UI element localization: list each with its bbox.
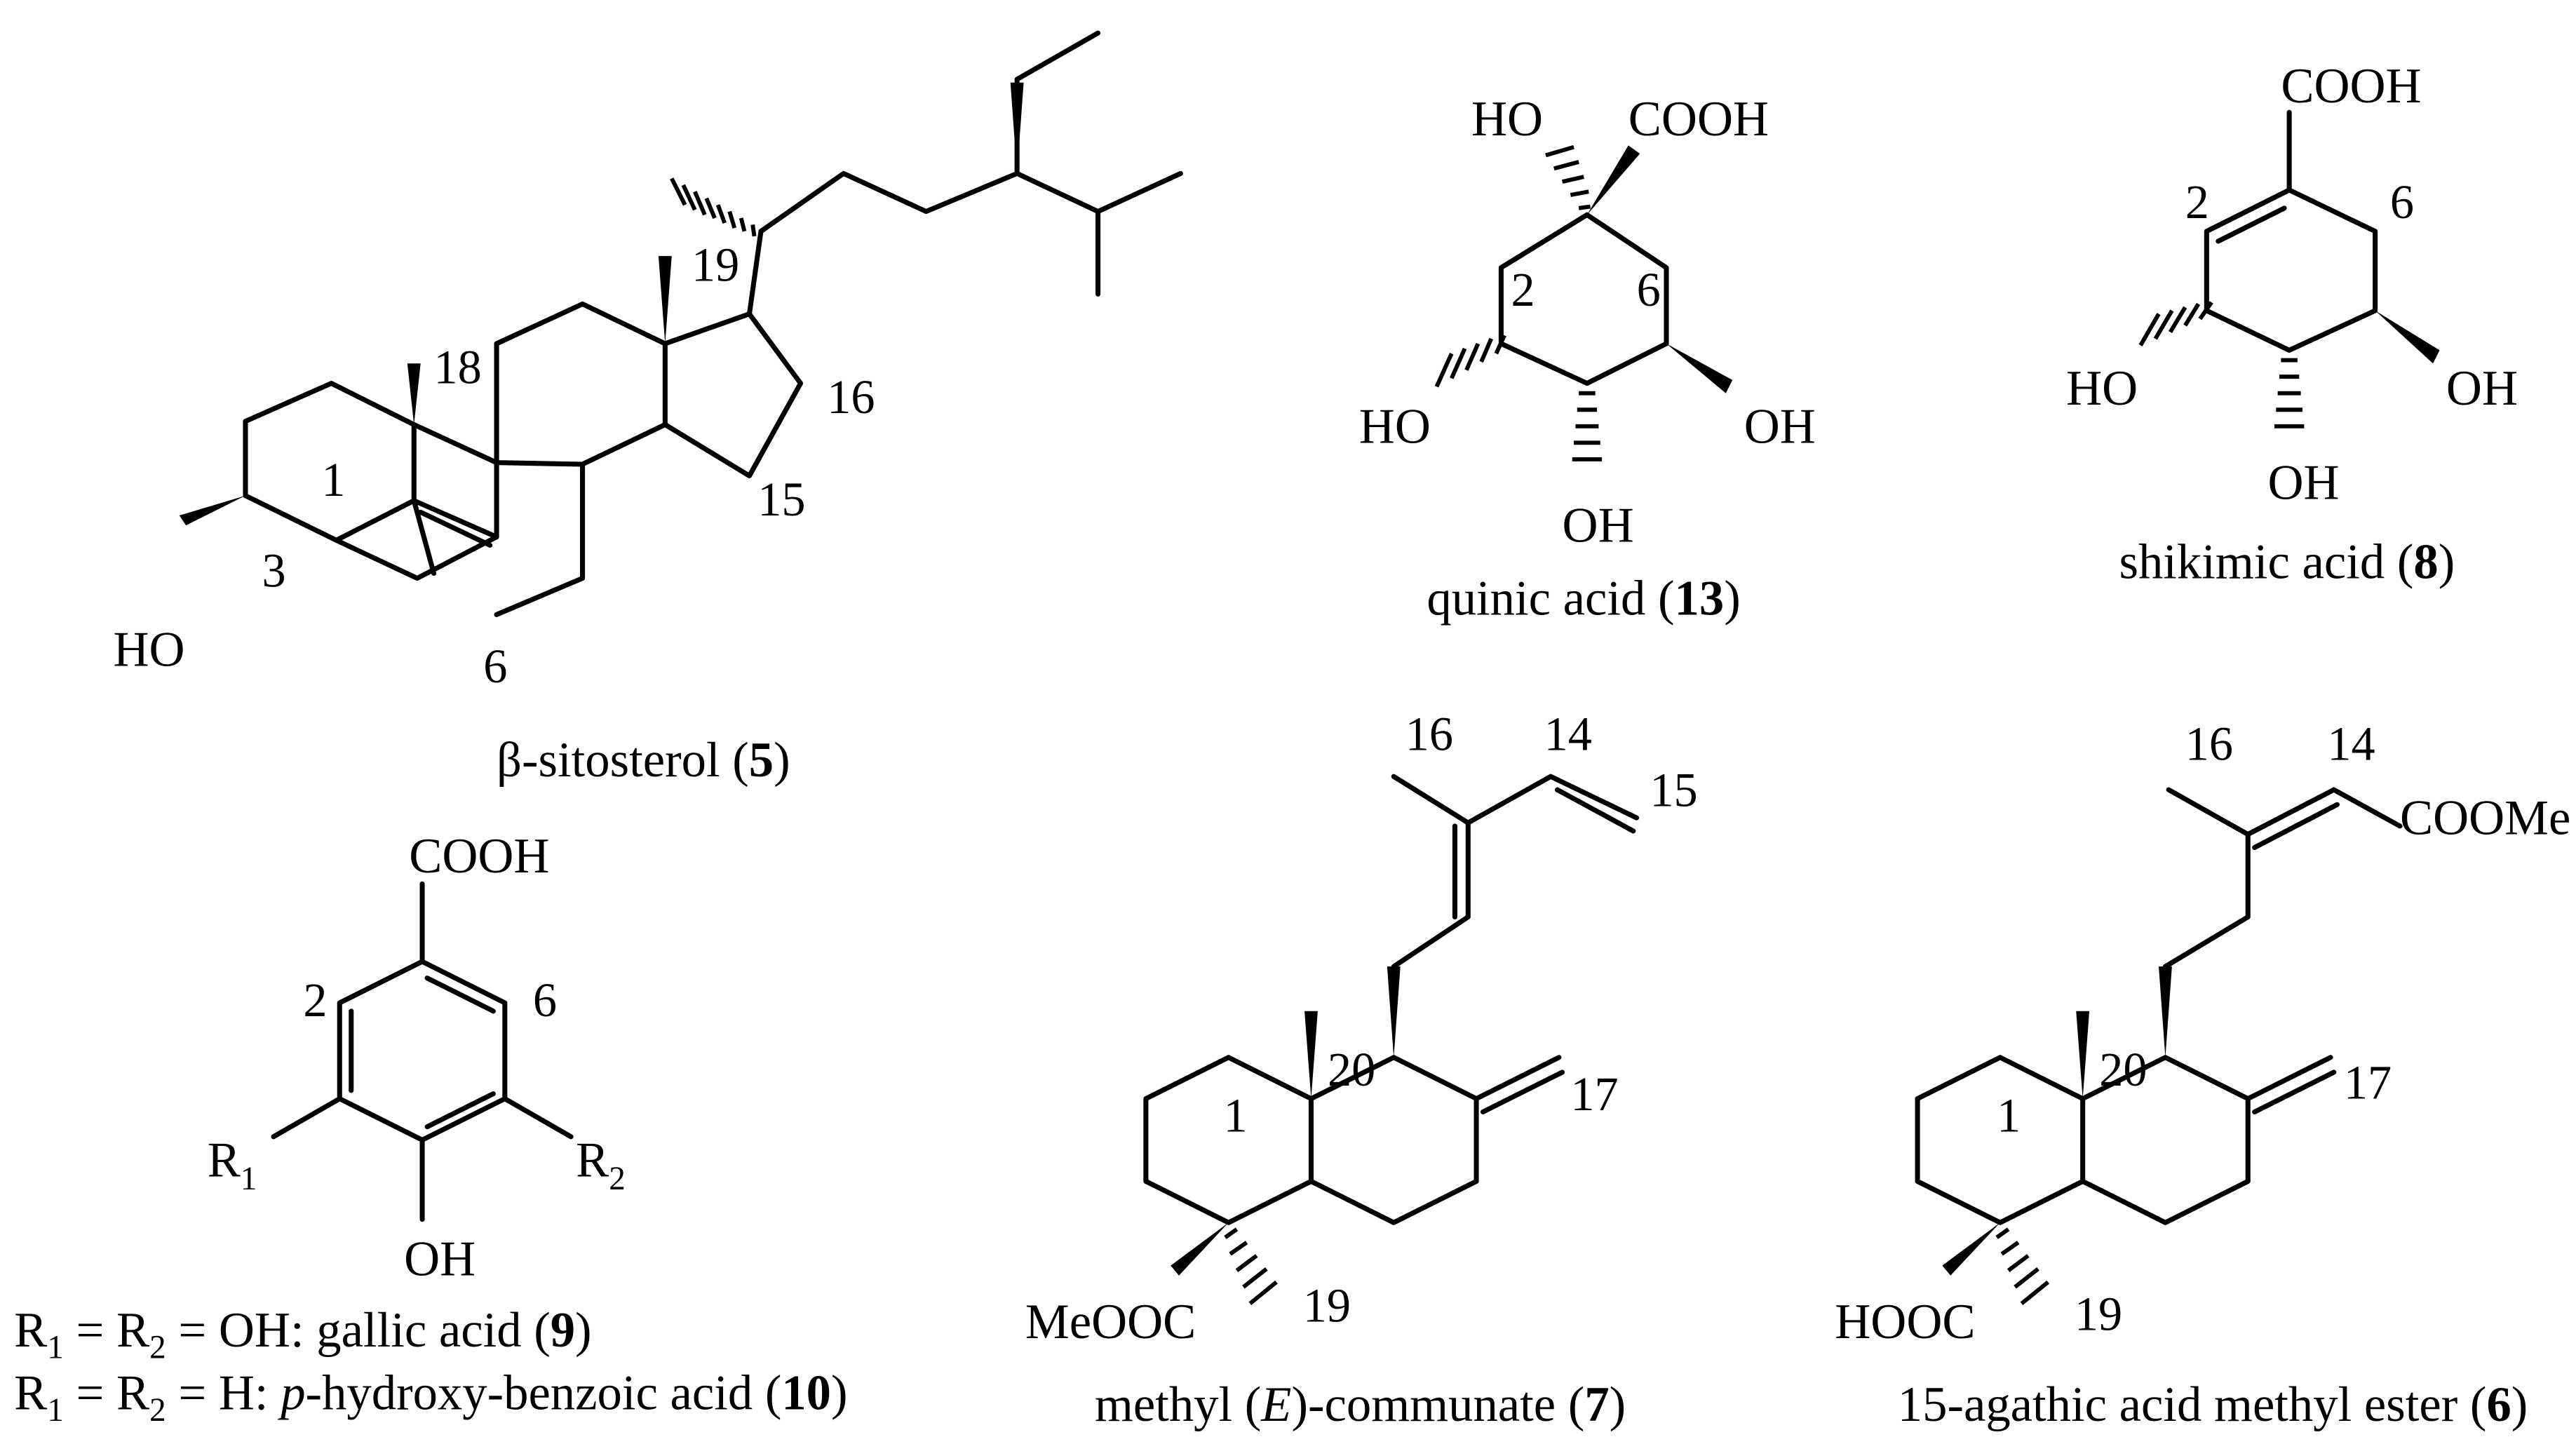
agathic-hooc-label: HOOC (1835, 1295, 1975, 1349)
shikimic-cooh-label: COOH (2281, 59, 2421, 114)
communate-c20-label: 20 (1328, 1043, 1375, 1096)
sitosterol-c6-label: 6 (483, 640, 507, 693)
agathic-ester-structure: HOOC COOMe 1 20 17 19 16 14 15-agathic a… (1835, 717, 2570, 1432)
communate-c1-label: 1 (1224, 1089, 1248, 1142)
shikimic-c6-label: 6 (2390, 175, 2414, 229)
quinic-caption: quinic acid (13) (1427, 571, 1740, 626)
sitosterol-ho-label: HO (114, 622, 185, 677)
quinic-oh-bottom-label: OH (1563, 499, 1634, 553)
communate-meooc-label: MeOOC (1025, 1295, 1196, 1349)
beta-sitosterol-structure: HO 1 3 6 18 19 16 15 β-sitosterol (5) (114, 30, 1183, 788)
benzoic-cooh-label: COOH (409, 829, 549, 884)
agathic-c16-label: 16 (2185, 717, 2233, 771)
agathic-c14-label: 14 (2327, 717, 2375, 771)
sitosterol-c15-label: 15 (757, 473, 805, 526)
agathic-c19-label: 19 (2075, 1287, 2122, 1340)
shikimic-oh-bottom-label: OH (2268, 455, 2340, 510)
agathic-coome-label: COOMe (2400, 791, 2570, 846)
communate-c15-label: 15 (1650, 764, 1697, 817)
communate-c19-label: 19 (1303, 1279, 1351, 1332)
methyl-communate-structure: MeOOC 1 20 17 19 16 14 15 methyl (E)-com… (1025, 708, 1698, 1432)
shikimic-c2-label: 2 (2185, 175, 2209, 229)
quinic-c6-label: 6 (1637, 263, 1661, 316)
shikimic-oh-right-label: OH (2446, 361, 2518, 416)
benzoic-c2-label: 2 (303, 973, 327, 1027)
quinic-cooh-label: COOH (1628, 92, 1769, 147)
communate-caption: methyl (E)-communate (7) (1095, 1377, 1626, 1432)
sitosterol-c1-label: 1 (321, 453, 345, 506)
quinic-ho-left-label: HO (1359, 399, 1431, 454)
benzoic-c6-label: 6 (533, 973, 557, 1027)
hydroxybenzoic-acid-caption: R1 = R2 = H: p-hydroxy-benzoic acid (10) (14, 1366, 847, 1429)
quinic-ho-top-label: HO (1471, 92, 1543, 147)
sitosterol-c16-label: 16 (827, 370, 875, 424)
benzoic-oh-label: OH (404, 1232, 476, 1287)
quinic-acid-structure: HO COOH HO OH OH 2 6 quinic acid (13) (1359, 92, 1816, 626)
quinic-c2-label: 2 (1511, 263, 1535, 316)
benzoic-acid-structure: COOH OH R1 R2 2 6 R1 = R2 = OH: gallic a… (14, 829, 847, 1429)
gallic-acid-caption: R1 = R2 = OH: gallic acid (9) (14, 1303, 591, 1365)
benzoic-r1-label: R1 (208, 1133, 257, 1197)
sitosterol-c19-label: 19 (692, 238, 739, 291)
sitosterol-c3-label: 3 (262, 544, 286, 597)
communate-c16-label: 16 (1405, 708, 1453, 761)
agathic-c1-label: 1 (1997, 1089, 2021, 1142)
communate-c14-label: 14 (1544, 708, 1592, 761)
shikimic-ho-left-label: HO (2066, 361, 2138, 416)
sitosterol-caption: β-sitosterol (5) (497, 733, 790, 788)
sitosterol-c18-label: 18 (434, 341, 482, 394)
agathic-c20-label: 20 (2099, 1043, 2147, 1096)
shikimic-acid-structure: COOH HO OH OH 2 6 shikimic acid (8) (2066, 59, 2518, 589)
quinic-oh-right-label: OH (1744, 399, 1816, 454)
shikimic-caption: shikimic acid (8) (2119, 535, 2455, 590)
communate-c17-label: 17 (1570, 1067, 1618, 1121)
agathic-c17-label: 17 (2344, 1056, 2392, 1109)
agathic-caption: 15-agathic acid methyl ester (6) (1898, 1377, 2528, 1432)
benzoic-r2-label: R2 (576, 1133, 626, 1197)
